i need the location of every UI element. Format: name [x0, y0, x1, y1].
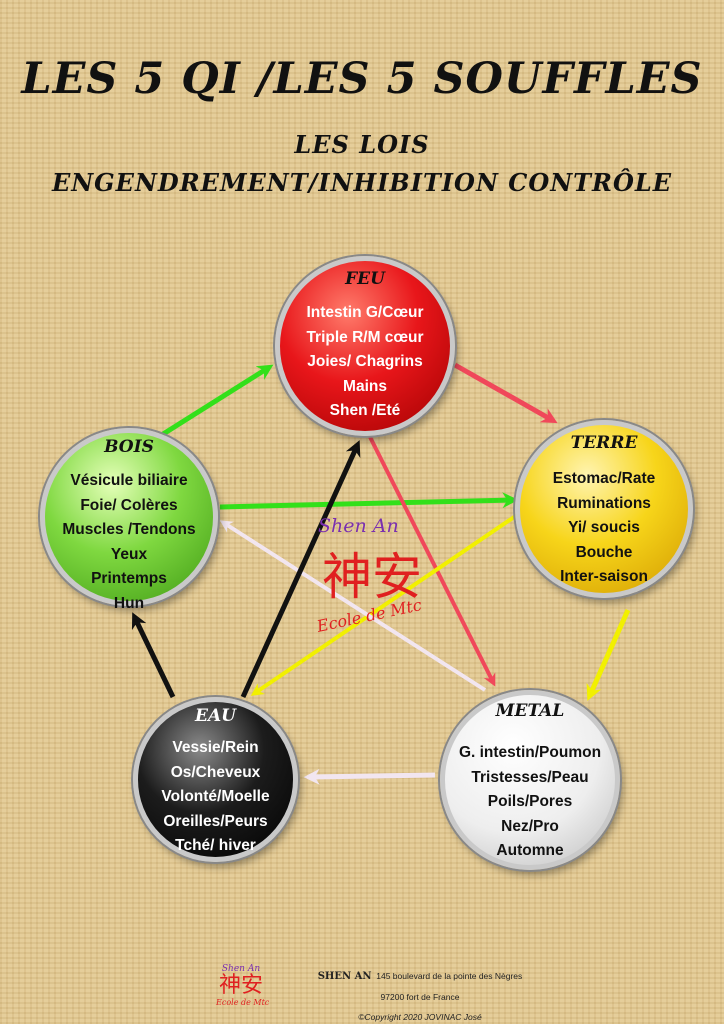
- arrow-metal-to-bois: [219, 520, 487, 692]
- watermark-chinese-characters: 神安: [322, 548, 422, 606]
- element-feu-name: FEU: [345, 269, 385, 289]
- arrow-terre-to-metal: [586, 608, 631, 701]
- element-bois-name: BOIS: [104, 437, 154, 457]
- element-bois-circle: BOIS Vésicule biliaire Foie/ Colères Mus…: [40, 428, 218, 612]
- footer-address-line2: 97200 fort de France: [380, 992, 460, 1002]
- feu-line: Triple R/M cœur: [306, 328, 424, 346]
- feu-line: Intestin G/Cœur: [306, 304, 424, 321]
- element-eau-correspondences: Vessie/Rein Os/Cheveux Volonté/Moelle Or…: [138, 736, 293, 859]
- footer-address-block: SHEN AN 145 boulevard de la pointe des N…: [270, 966, 570, 1027]
- metal-line: Automne: [496, 842, 564, 859]
- element-eau-circle: EAU Vessie/Rein Os/Cheveux Volonté/Moell…: [133, 697, 298, 862]
- bois-line: Hun: [113, 594, 145, 612]
- eau-line: Os/Cheveux: [170, 763, 261, 781]
- arrow-terre-to-eau: [250, 511, 522, 696]
- metal-line: Nez/Pro: [501, 817, 559, 835]
- logo-school-subtitle: Ecole de Mtc: [216, 998, 270, 1007]
- eau-line: Oreilles/Peurs: [163, 812, 268, 830]
- metal-line: G. intestin/Poumon: [458, 744, 602, 761]
- metal-line: Poils/Pores: [487, 793, 573, 810]
- element-feu-circle: FEU Intestin G/Cœur Triple R/M cœur Joie…: [275, 256, 455, 436]
- element-metal-name: METAL: [495, 701, 565, 721]
- bois-line: Printemps: [91, 570, 167, 587]
- bois-line: Vésicule biliaire: [70, 472, 188, 489]
- bois-line: Yeux: [110, 545, 148, 563]
- footer-address-line1: 145 boulevard de la pointe des Nègres: [376, 971, 523, 981]
- footer-logo: Shen An 神安 Ecole de Mtc: [216, 964, 270, 1007]
- terre-line: Ruminations: [557, 494, 651, 512]
- arrow-metal-to-eau: [303, 768, 436, 785]
- element-terre-name: TERRE: [570, 433, 638, 453]
- arrow-eau-to-feu: [240, 440, 361, 699]
- arrow-bois-to-feu: [158, 364, 274, 439]
- terre-line: Estomac/Rate: [552, 470, 656, 487]
- element-metal-correspondences: G. intestin/Poumon Tristesses/Peau Poils…: [445, 741, 615, 864]
- watermark-school-name: Shen An: [318, 515, 399, 537]
- feu-line: Shen /Eté: [329, 402, 401, 419]
- element-feu-correspondences: Intestin G/Cœur Triple R/M cœur Joies/ C…: [280, 301, 450, 424]
- arrow-bois-to-terre: [219, 492, 519, 510]
- footer-copyright: ©Copyright 2020 JOVINAC José: [358, 1012, 482, 1022]
- arrow-eau-to-bois: [131, 612, 176, 699]
- eau-line: Tché/ hiver: [175, 837, 256, 854]
- terre-line: Inter-saison: [560, 568, 648, 585]
- feu-line: Mains: [343, 377, 387, 395]
- arrow-feu-to-terre: [453, 362, 558, 424]
- logo-school-name: Shen An: [221, 964, 261, 974]
- footer-brand: SHEN AN: [317, 971, 372, 982]
- eau-line: Volonté/Moelle: [161, 788, 270, 805]
- element-metal-circle: METAL G. intestin/Poumon Tristesses/Peau…: [440, 690, 620, 870]
- metal-line: Tristesses/Peau: [471, 768, 589, 786]
- arrow-feu-to-metal: [368, 436, 496, 687]
- terre-line: Yi/ soucis: [568, 519, 640, 536]
- page-title: LES 5 QI /LES 5 SOUFFLES: [21, 54, 703, 104]
- element-terre-correspondences: Estomac/Rate Ruminations Yi/ soucis Bouc…: [520, 467, 688, 590]
- feu-line: Joies/ Chagrins: [307, 353, 423, 370]
- terre-line: Bouche: [575, 543, 633, 561]
- element-eau-name: EAU: [195, 706, 236, 726]
- element-terre-circle: TERRE Estomac/Rate Ruminations Yi/ souci…: [515, 420, 693, 598]
- logo-chinese-characters: 神安: [218, 973, 263, 998]
- page-subtitle-cycles: ENGENDREMENT/INHIBITION CONTRÔLE: [51, 168, 673, 197]
- page-subtitle-laws: LES LOIS: [294, 130, 430, 159]
- eau-line: Vessie/Rein: [172, 739, 259, 756]
- bois-line: Muscles /Tendons: [62, 521, 196, 538]
- bois-line: Foie/ Colères: [80, 496, 178, 514]
- element-bois-correspondences: Vésicule biliaire Foie/ Colères Muscles …: [45, 469, 213, 616]
